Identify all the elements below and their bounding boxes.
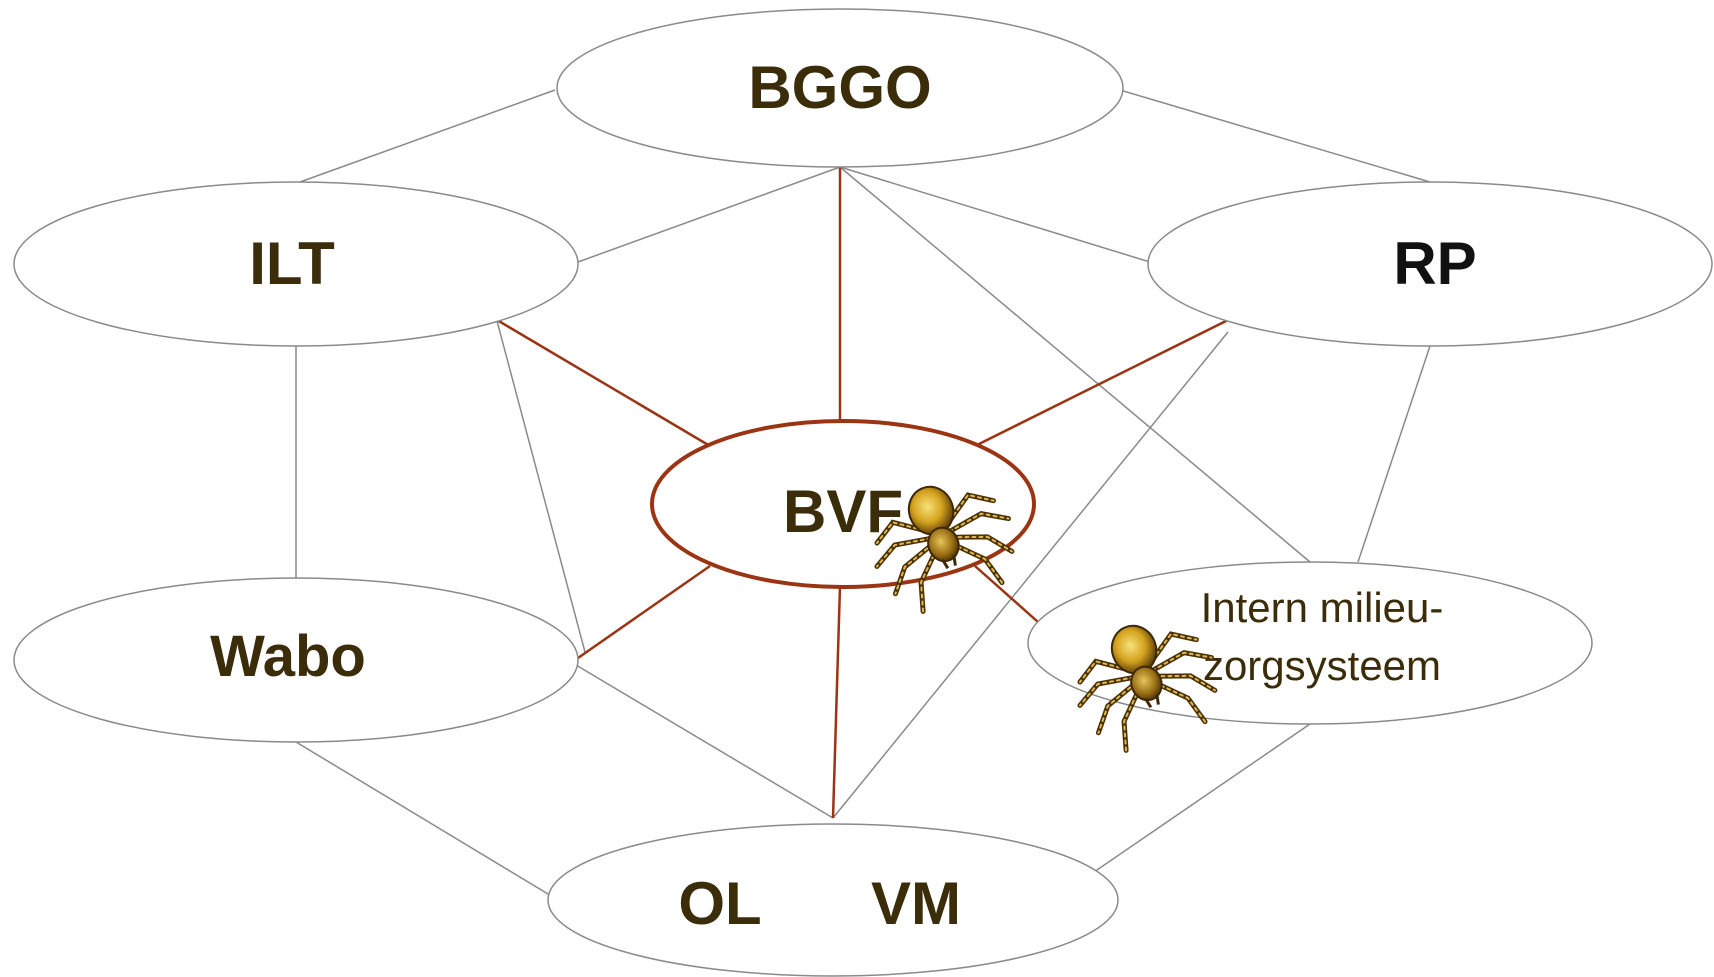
node-rp[interactable]: [1147, 181, 1713, 347]
grey-connections: [295, 89, 1431, 898]
edge-bggo-rp-lower: [839, 166, 1151, 263]
node-wabo[interactable]: [13, 577, 579, 743]
red-spokes: [496, 167, 1229, 819]
label-bggo: BGGO: [748, 54, 931, 121]
node-olvm[interactable]: [547, 823, 1119, 977]
edge-intern-olvm: [1093, 723, 1311, 873]
spoke-bvf-olvm: [831, 585, 842, 819]
label-ol: OL: [678, 870, 761, 937]
edge-rp-intern: [1357, 345, 1431, 563]
label-wabo: Wabo: [210, 624, 366, 689]
node-ilt[interactable]: [13, 181, 579, 347]
node-bggo[interactable]: [556, 8, 1124, 168]
label-intern-line2: zorgsysteem: [1203, 642, 1441, 689]
node-intern[interactable]: [1027, 561, 1593, 725]
label-intern-line1: Intern milieu-: [1201, 584, 1444, 631]
edge-bggo-ilt-lower: [577, 166, 841, 263]
edge-rp-olvm: [832, 331, 1229, 819]
label-vm: VM: [871, 870, 961, 937]
spoke-bvf-ilt: [496, 318, 711, 448]
edge-wabo-olvm: [575, 664, 834, 819]
edge-bggo-rp: [1119, 89, 1431, 183]
label-ilt: ILT: [249, 230, 335, 297]
label-rp: RP: [1393, 230, 1476, 297]
edge-bggo-ilt: [299, 89, 556, 183]
edge-ilt-wabo-side: [496, 320, 586, 653]
edge-wabo-olvm-lower: [295, 741, 554, 898]
spoke-bvf-wabo: [577, 564, 711, 660]
spoke-bvf-rp: [974, 318, 1229, 448]
spoke-bvf-intern: [974, 565, 1039, 623]
edge-bggo-intern: [839, 166, 1311, 563]
